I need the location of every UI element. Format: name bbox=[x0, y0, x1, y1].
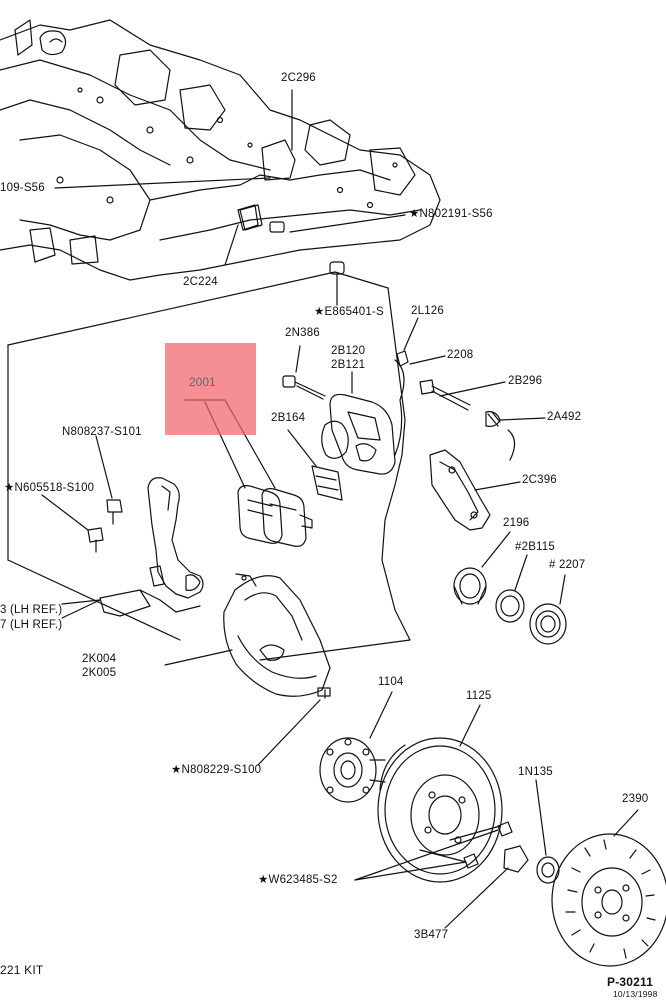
label-2B120: 2B120 bbox=[331, 345, 366, 357]
wheel-cover bbox=[551, 833, 666, 967]
label-2B296: 2B296 bbox=[508, 375, 543, 387]
brake-rotor bbox=[377, 737, 503, 883]
label-E865401: ★E865401-S bbox=[314, 306, 384, 318]
label-1125: 1125 bbox=[466, 690, 492, 702]
label-2B164: 2B164 bbox=[271, 412, 306, 424]
label-1N135: 1N135 bbox=[518, 766, 553, 778]
label-N605518: ★N605518-S100 bbox=[4, 482, 95, 494]
label-2K004: 2K004 bbox=[82, 653, 117, 665]
brake-pads bbox=[237, 485, 313, 547]
label-2N386: 2N386 bbox=[285, 327, 320, 339]
caliper-assembly bbox=[311, 393, 396, 501]
label-2001: 2001 bbox=[189, 375, 216, 389]
kit-label: 221 KIT bbox=[0, 963, 44, 977]
splash-shield bbox=[223, 573, 331, 697]
label-2A492: 2A492 bbox=[547, 411, 582, 423]
page-id: P-30211 bbox=[607, 975, 654, 989]
drawing-date: 10/13/1998 bbox=[613, 989, 658, 999]
label-2207: # 2207 bbox=[549, 559, 586, 571]
label-2196: 2196 bbox=[503, 517, 530, 529]
part-2001-highlight[interactable]: 2001 bbox=[165, 343, 256, 435]
label-2C396: 2C396 bbox=[522, 474, 557, 486]
label-2208: 2208 bbox=[447, 349, 474, 361]
anchor-bracket bbox=[429, 449, 491, 531]
label-2C224: 2C224 bbox=[183, 276, 218, 288]
label-lh-ref-2: 7 (LH REF.) bbox=[0, 619, 63, 631]
label-2B115: #2B115 bbox=[515, 541, 555, 553]
label-2390: 2390 bbox=[622, 793, 649, 805]
label-2B121: 2B121 bbox=[331, 359, 366, 371]
label-N808229: ★N808229-S100 bbox=[171, 764, 262, 776]
label-lh-ref-1: 3 (LH REF.) bbox=[0, 604, 63, 616]
bearing-set bbox=[453, 567, 567, 645]
label-2C296: 2C296 bbox=[281, 72, 316, 84]
label-W623485: ★W623485-S2 bbox=[258, 874, 338, 886]
steering-knuckle bbox=[99, 477, 204, 617]
label-3B477: 3B477 bbox=[414, 929, 449, 941]
label-1104: 1104 bbox=[378, 676, 404, 688]
subframe-crossmember bbox=[0, 19, 441, 281]
label-N802191: ★N802191-S56 bbox=[409, 208, 493, 220]
wheel-hub bbox=[319, 737, 386, 803]
label-2L126: 2L126 bbox=[411, 305, 444, 317]
label-2K005: 2K005 bbox=[82, 667, 117, 679]
label-109-S56: 109-S56 bbox=[0, 182, 45, 194]
label-N808237: N808237-S101 bbox=[62, 426, 142, 438]
